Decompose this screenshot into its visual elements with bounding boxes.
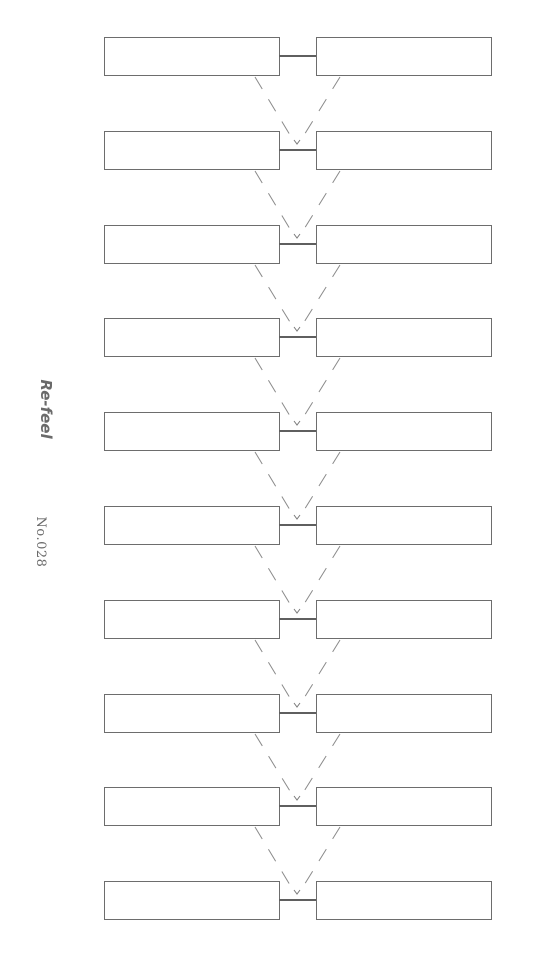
dashed-path-right bbox=[300, 545, 341, 610]
arrow-down-icon bbox=[293, 889, 301, 895]
dashed-path-right bbox=[300, 170, 341, 235]
dashed-path-left bbox=[254, 357, 294, 422]
arrow-down-icon bbox=[293, 608, 301, 614]
bracket-row bbox=[104, 506, 492, 614]
dashed-path-right bbox=[300, 357, 341, 422]
right-slot-box bbox=[316, 37, 492, 76]
left-slot-box bbox=[104, 694, 280, 733]
right-slot-box bbox=[316, 506, 492, 545]
right-slot-box bbox=[316, 318, 492, 357]
dashed-path-right bbox=[300, 264, 341, 328]
right-slot-box bbox=[316, 694, 492, 733]
bracket-row bbox=[104, 37, 492, 145]
dashed-path-right bbox=[300, 451, 341, 516]
bracket-row bbox=[104, 787, 492, 895]
dashed-path-right bbox=[300, 826, 341, 891]
left-slot-box bbox=[104, 787, 280, 826]
dashed-path-left bbox=[254, 170, 294, 235]
left-slot-box bbox=[104, 506, 280, 545]
bracket-row bbox=[104, 131, 492, 239]
right-slot-box bbox=[316, 881, 492, 920]
left-slot-box bbox=[104, 225, 280, 264]
bracket-row bbox=[104, 600, 492, 708]
arrow-down-icon bbox=[293, 514, 301, 520]
left-slot-box bbox=[104, 881, 280, 920]
arrow-down-icon bbox=[293, 702, 301, 708]
left-slot-box bbox=[104, 37, 280, 76]
bracket-row bbox=[104, 881, 492, 920]
left-slot-box bbox=[104, 600, 280, 639]
dashed-path-right bbox=[300, 76, 341, 141]
bracket-row bbox=[104, 694, 492, 801]
arrow-down-icon bbox=[293, 326, 301, 332]
bracket-row bbox=[104, 318, 492, 426]
dashed-path-left bbox=[254, 264, 294, 328]
arrow-down-icon bbox=[293, 139, 301, 145]
dashed-path-left bbox=[254, 451, 294, 516]
dashed-path-left bbox=[254, 733, 294, 797]
bracket-row bbox=[104, 225, 492, 332]
dashed-path-left bbox=[254, 545, 294, 610]
left-slot-box bbox=[104, 412, 280, 451]
right-slot-box bbox=[316, 600, 492, 639]
sheet-number: No.028 bbox=[33, 516, 48, 568]
dashed-path-left bbox=[254, 639, 294, 704]
right-slot-box bbox=[316, 787, 492, 826]
dashed-path-left bbox=[254, 826, 294, 891]
brand-logo: Re-feel bbox=[37, 379, 55, 439]
arrow-down-icon bbox=[293, 795, 301, 801]
left-slot-box bbox=[104, 318, 280, 357]
dashed-path-right bbox=[300, 733, 341, 797]
dashed-path-left bbox=[254, 76, 294, 141]
bracket-row bbox=[104, 412, 492, 520]
dashed-path-right bbox=[300, 639, 341, 704]
right-slot-box bbox=[316, 225, 492, 264]
right-slot-box bbox=[316, 131, 492, 170]
arrow-down-icon bbox=[293, 233, 301, 239]
right-slot-box bbox=[316, 412, 492, 451]
arrow-down-icon bbox=[293, 420, 301, 426]
left-slot-box bbox=[104, 131, 280, 170]
